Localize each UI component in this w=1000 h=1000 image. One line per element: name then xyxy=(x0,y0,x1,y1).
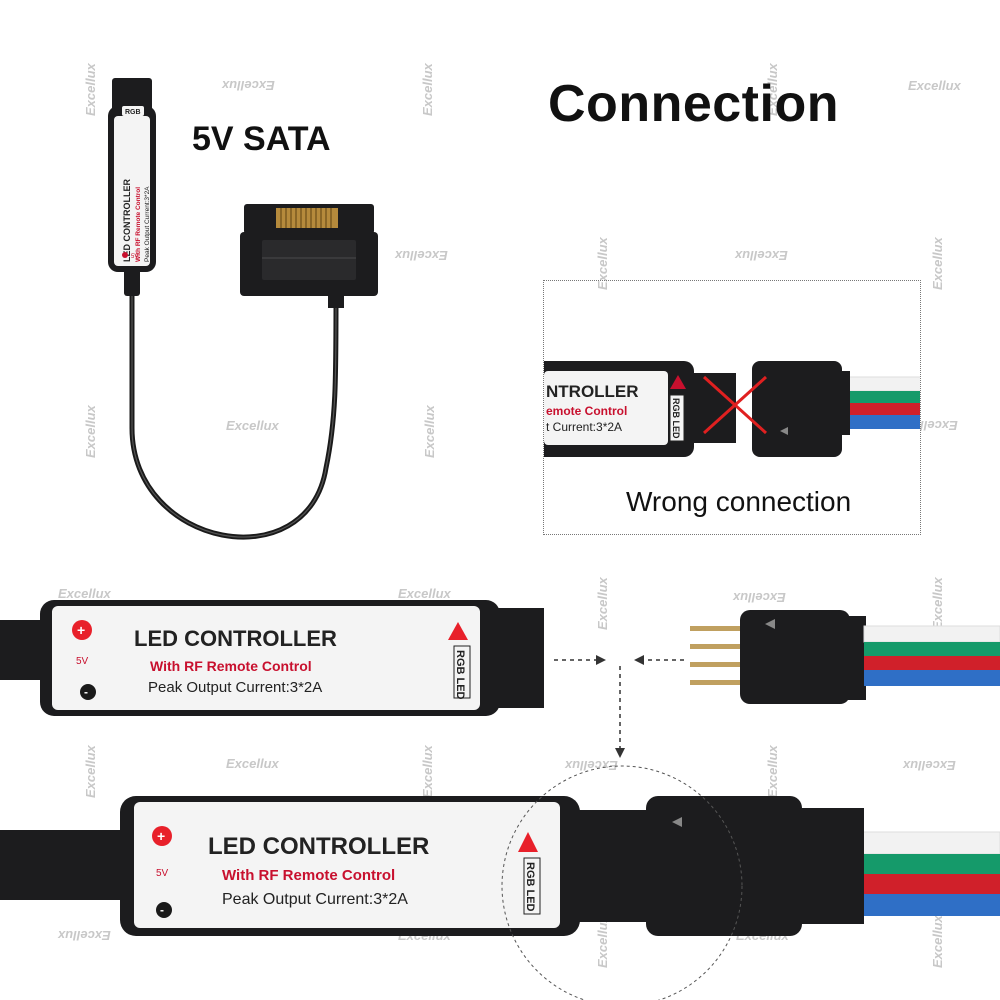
controller-current: Peak Output Current:3*2A xyxy=(222,891,408,908)
plus-icon xyxy=(122,252,128,258)
controller-name-partial: NTROLLER xyxy=(546,382,639,401)
wrong-connection-label: Wrong connection xyxy=(626,486,852,517)
warning-triangle-icon xyxy=(518,832,538,852)
watermark: Excellux xyxy=(398,586,451,601)
watermark: Excellux xyxy=(735,248,788,263)
wrong-connection-diagram: NTROLLER emote Control t Current:3*2A RG… xyxy=(544,361,920,457)
sata-connector-icon xyxy=(240,204,378,308)
arrow-down-icon xyxy=(615,748,625,758)
minus-icon xyxy=(156,902,172,918)
warning-triangle-icon xyxy=(670,375,686,389)
connection-diagram: + 5V - LED CONTROLLER With RF Remote Con… xyxy=(0,600,1000,1000)
arrow-right-icon xyxy=(596,655,606,665)
svg-text:-: - xyxy=(84,685,88,699)
watermark: Excellux xyxy=(930,237,945,290)
minus-icon xyxy=(80,684,96,700)
controller-subtitle: With RF Remote Control xyxy=(222,867,395,884)
controller-name: LED CONTROLLER xyxy=(134,626,337,651)
controller-subtitle-small: With RF Remote Control xyxy=(135,187,142,262)
wrong-connection-box: NTROLLER emote Control t Current:3*2A RG… xyxy=(543,280,921,535)
watermark: Excellux xyxy=(908,78,961,93)
watermark: Excellux xyxy=(226,756,279,771)
voltage-label-small: 5V xyxy=(131,254,138,260)
controller-current-small: Peak Output Current:3*2A xyxy=(144,186,151,262)
rgb-label-small: RGB xyxy=(125,109,141,116)
controller-name: LED CONTROLLER xyxy=(208,833,429,860)
rgb-label: RGB LED xyxy=(454,650,466,700)
controller-current-partial: t Current:3*2A xyxy=(546,420,622,434)
rgb-plug-icon xyxy=(690,610,1000,704)
svg-text:+: + xyxy=(77,622,85,638)
controller-current: Peak Output Current:3*2A xyxy=(148,679,322,696)
arrow-marker-icon xyxy=(672,817,682,827)
svg-text:-: - xyxy=(160,903,164,917)
plus-icon xyxy=(152,826,172,846)
voltage-label: 5V xyxy=(156,868,169,879)
warning-triangle-icon xyxy=(448,622,468,640)
highlight-circle xyxy=(501,765,743,1000)
sata-controller-diagram: LED CONTROLLER With RF Remote Control Pe… xyxy=(108,78,378,540)
controller-name-small: LED CONTROLLER xyxy=(122,179,132,262)
arrow-left-icon xyxy=(634,655,644,665)
controller-subtitle: With RF Remote Control xyxy=(150,658,312,674)
svg-text:+: + xyxy=(157,828,165,844)
plus-icon xyxy=(72,620,92,640)
page-title: Connection xyxy=(548,75,839,133)
sata-label: 5V SATA xyxy=(192,120,331,158)
controller-subtitle-partial: emote Control xyxy=(546,404,627,418)
watermark: Excellux xyxy=(58,586,111,601)
arrow-marker-icon xyxy=(780,427,788,435)
rgb-label-partial: RGB LED xyxy=(671,398,681,439)
rgb-label: RGB LED xyxy=(524,862,536,912)
voltage-label: 5V xyxy=(76,656,89,667)
watermark: Excellux xyxy=(226,418,279,433)
